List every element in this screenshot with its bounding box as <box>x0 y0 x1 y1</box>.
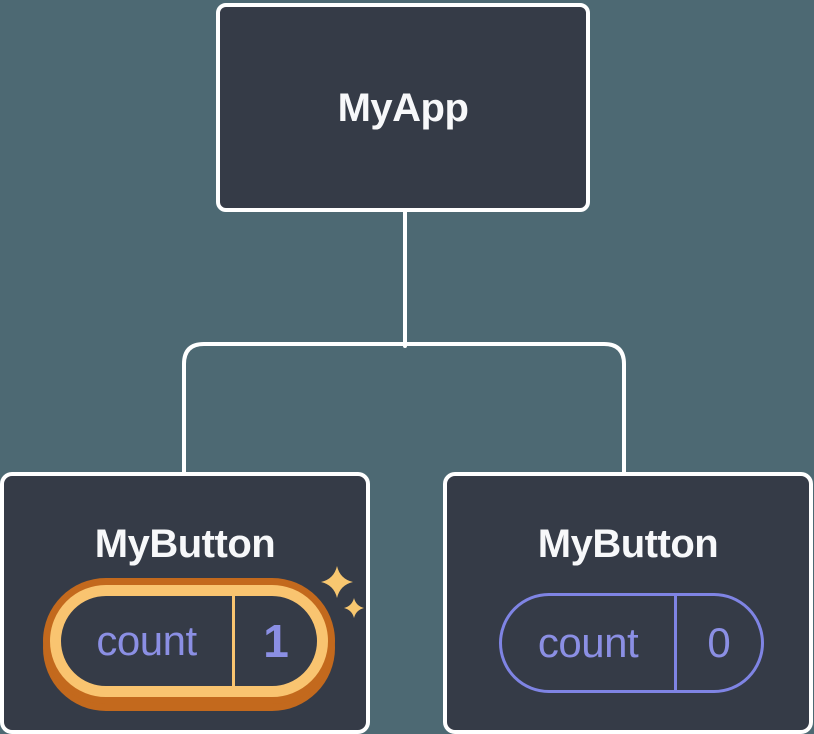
state-label-text: count <box>96 617 197 664</box>
state-value-text: 0 <box>707 619 731 666</box>
state-label-segment: count <box>61 596 232 686</box>
node-mybutton-left-title: MyButton <box>94 522 276 566</box>
state-value-segment: 0 <box>677 596 761 690</box>
state-value-segment: 1 <box>235 596 317 686</box>
state-value-text: 1 <box>263 615 289 667</box>
state-label-text: count <box>537 619 639 666</box>
node-mybutton-left: MyButton count 1 <box>0 472 370 734</box>
node-mybutton-right-title: MyButton <box>537 522 719 566</box>
node-myapp-title: MyApp <box>337 85 469 130</box>
state-pill-highlighted: count 1 <box>50 585 328 697</box>
state-pill-divider <box>674 596 677 690</box>
state-pill-plain: count 0 <box>499 593 764 693</box>
node-myapp: MyApp <box>216 3 590 212</box>
state-pill-divider <box>232 596 235 686</box>
node-mybutton-right: MyButton count 0 <box>443 472 813 734</box>
state-label-segment: count <box>502 596 674 690</box>
